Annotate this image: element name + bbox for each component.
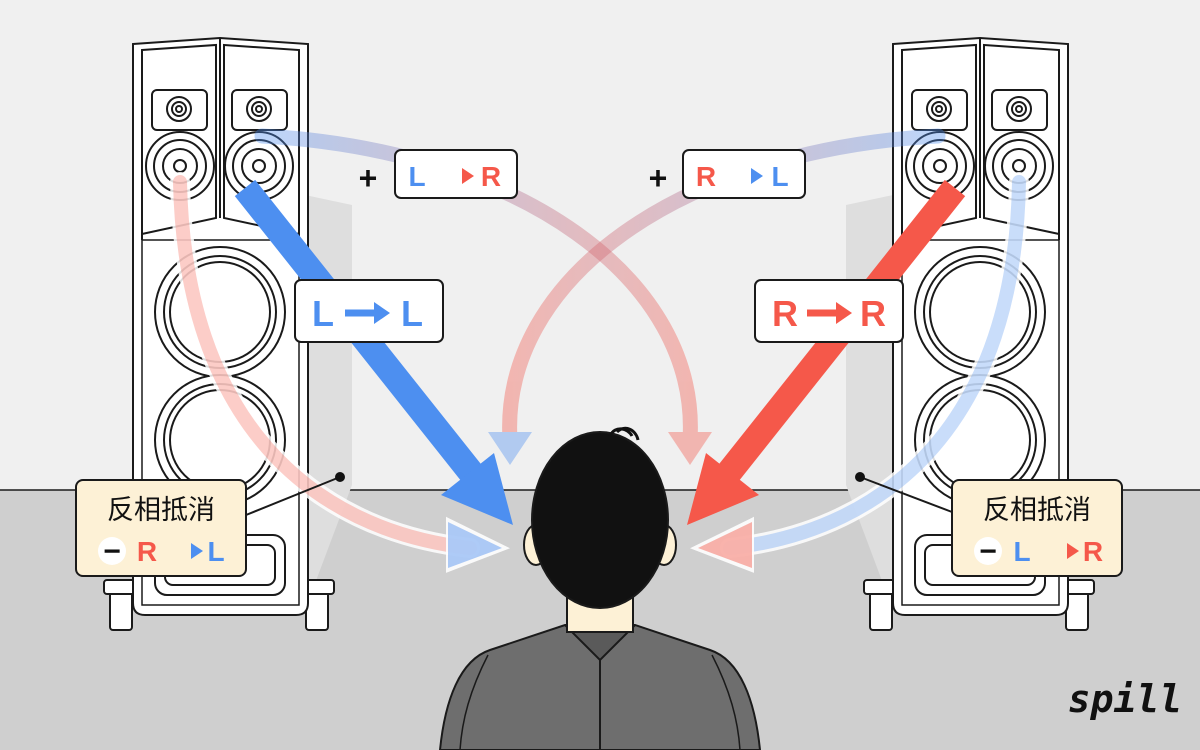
label-source: L — [1013, 536, 1030, 567]
label-plus-left-to-right: + L R — [359, 149, 518, 199]
cancel-text: 反相抵消 — [107, 495, 215, 526]
label-target: L — [207, 536, 224, 567]
label-target: L — [401, 293, 423, 334]
label-target: R — [1083, 536, 1103, 567]
label-source: R — [696, 161, 716, 192]
cancel-callout-left: 反相抵消 − R L — [75, 472, 345, 577]
minus-sign: − — [979, 535, 997, 568]
spill-logo: spill — [1068, 677, 1182, 721]
cancel-text: 反相抵消 — [983, 495, 1091, 526]
plus-sign: + — [649, 160, 668, 196]
label-plus-right-to-left: + R L — [649, 149, 806, 199]
label-source: R — [137, 536, 157, 567]
crosstalk-left-to-right-arc — [254, 128, 712, 465]
cancel-arc-right-speaker — [690, 172, 1029, 573]
cancel-callout-right: 反相抵消 − L R — [855, 472, 1123, 577]
label-source: L — [408, 161, 425, 192]
listener — [438, 426, 762, 750]
plus-sign: + — [359, 160, 378, 196]
label-target: L — [771, 161, 788, 192]
label-source: R — [772, 293, 798, 334]
crosstalk-right-to-left-arc — [488, 128, 946, 465]
label-target: R — [481, 161, 501, 192]
minus-sign: − — [103, 535, 121, 568]
label-source: L — [312, 293, 334, 334]
label-left-to-left: L L — [294, 279, 444, 343]
label-right-to-right: R R — [754, 279, 904, 343]
cancel-arc-left-speaker — [170, 172, 510, 573]
label-target: R — [860, 293, 886, 334]
